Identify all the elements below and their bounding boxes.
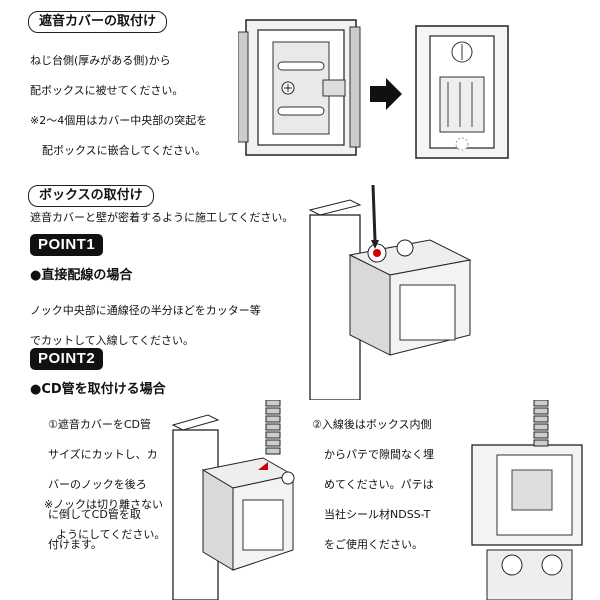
point1-heading: ●直接配線の場合 <box>30 268 133 283</box>
direct-wiring-illustration <box>308 185 472 400</box>
point2-knock-note: ※ノックは切り離さない ようにしてください。 <box>44 498 166 541</box>
arrow-right-icon <box>370 78 402 110</box>
point1-instructions: ノック中央部に通線径の半分ほどをカッター等 でカットして入線してください。 <box>30 304 261 347</box>
point2-step2-instructions: ②入線後はボックス内側 からパテで隙間なく埋 めてください。パテは 当社シール材… <box>312 418 434 551</box>
cd-pipe-step2-illustration <box>471 400 583 600</box>
point1-badge: POINT1 <box>30 234 104 256</box>
section-title-box-install: ボックスの取付け <box>28 185 154 207</box>
section-title-cover-install: 遮音カバーの取付け <box>28 11 168 33</box>
cover-install-instructions: ねじ台側(厚みがある側)から 配ボックスに被せてください。 ※2～4個用はカバー… <box>30 54 208 157</box>
cd-pipe-step1-illustration <box>171 400 295 600</box>
cover-fitting-illustration <box>238 19 361 156</box>
point2-heading: ●CD管を取付ける場合 <box>30 382 166 397</box>
point2-step1-instructions: ①遮音カバーをCD管 サイズにカットし、カ バーのノックを後ろ に倒してCD管を… <box>48 418 158 551</box>
point2-badge: POINT2 <box>30 348 104 370</box>
box-install-instructions: 遮音カバーと壁が密着するように施工してください。 <box>30 211 294 224</box>
cover-fitted-illustration <box>415 25 509 159</box>
